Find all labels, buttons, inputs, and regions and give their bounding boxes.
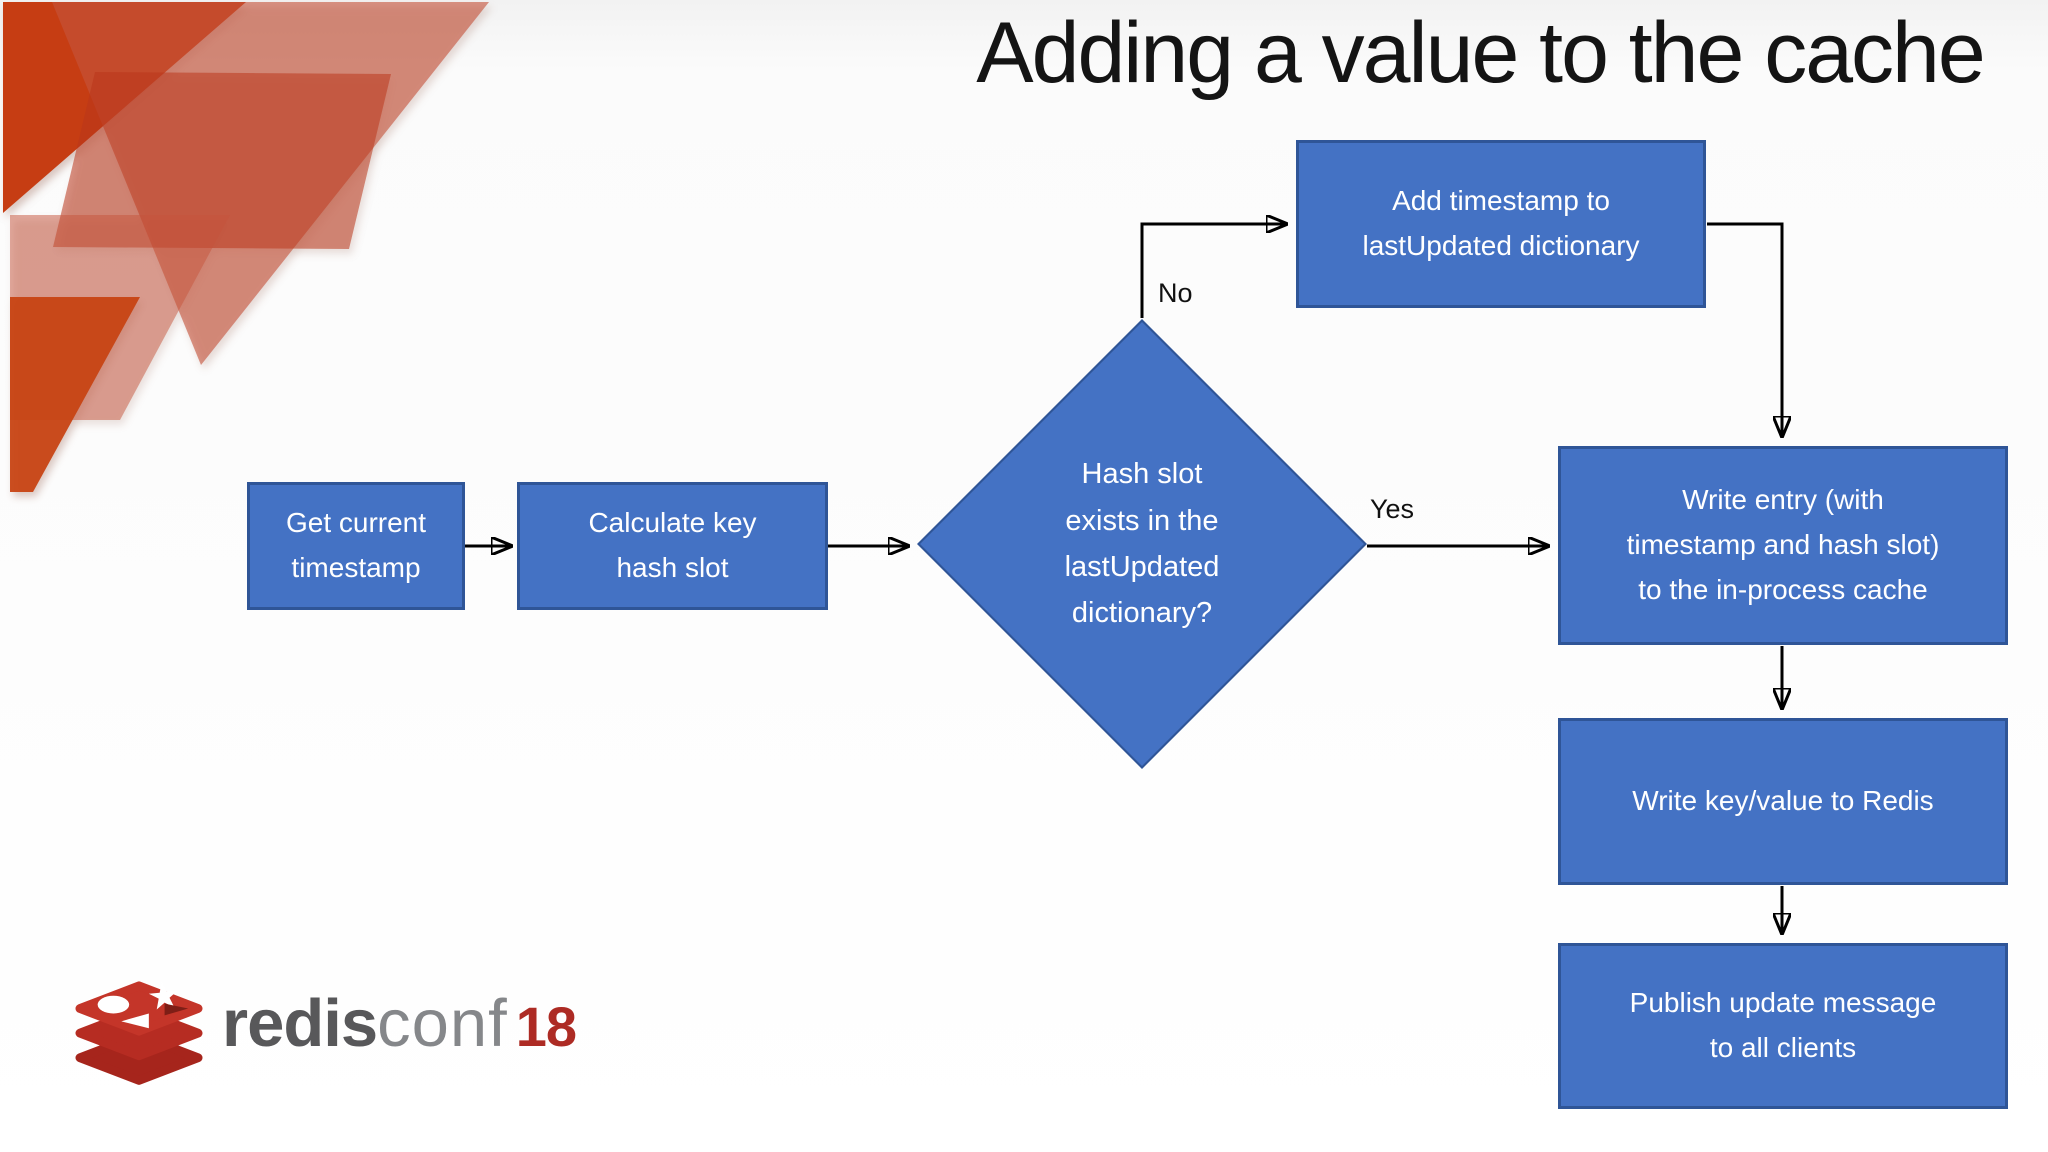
logo-text-year: 18 <box>515 995 577 1058</box>
node-label: Add timestamp to lastUpdated dictionary <box>1362 185 1640 261</box>
node-write-entry: Write entry (with timestamp and hash slo… <box>1558 446 2008 645</box>
node-write-key-value-redis: Write key/value to Redis <box>1558 718 2008 885</box>
node-label: Publish update message to all clients <box>1629 987 1937 1063</box>
logo-text-redis: redis <box>222 986 378 1061</box>
node-label: Calculate key hash slot <box>588 507 757 583</box>
node-add-timestamp: Add timestamp to lastUpdated dictionary <box>1296 140 1706 308</box>
node-label: Write key/value to Redis <box>1632 785 1934 817</box>
page-title: Adding a value to the cache <box>976 5 1985 101</box>
corner-decoration <box>0 0 520 505</box>
edge-label-no: No <box>1158 278 1193 308</box>
node-publish-update: Publish update message to all clients <box>1558 943 2008 1109</box>
node-label: Hash slot exists in the lastUpdated dict… <box>1064 458 1220 630</box>
edge-add-to-write-entry <box>1707 222 1782 436</box>
node-get-current-timestamp: Get current timestamp <box>247 482 465 610</box>
node-decision-hash-slot-exists: Hash slot exists in the lastUpdated dict… <box>917 319 1367 769</box>
edge-label-yes: Yes <box>1370 494 1415 524</box>
node-calculate-key-hash-slot: Calculate key hash slot <box>517 482 828 610</box>
node-label: Get current timestamp <box>285 507 427 583</box>
logo-text-conf: conf <box>377 986 508 1061</box>
redis-cube-icon <box>75 981 203 1085</box>
edge-decision-no-to-add <box>1140 224 1286 318</box>
node-label: Write entry (with timestamp and hash slo… <box>1626 484 1940 605</box>
